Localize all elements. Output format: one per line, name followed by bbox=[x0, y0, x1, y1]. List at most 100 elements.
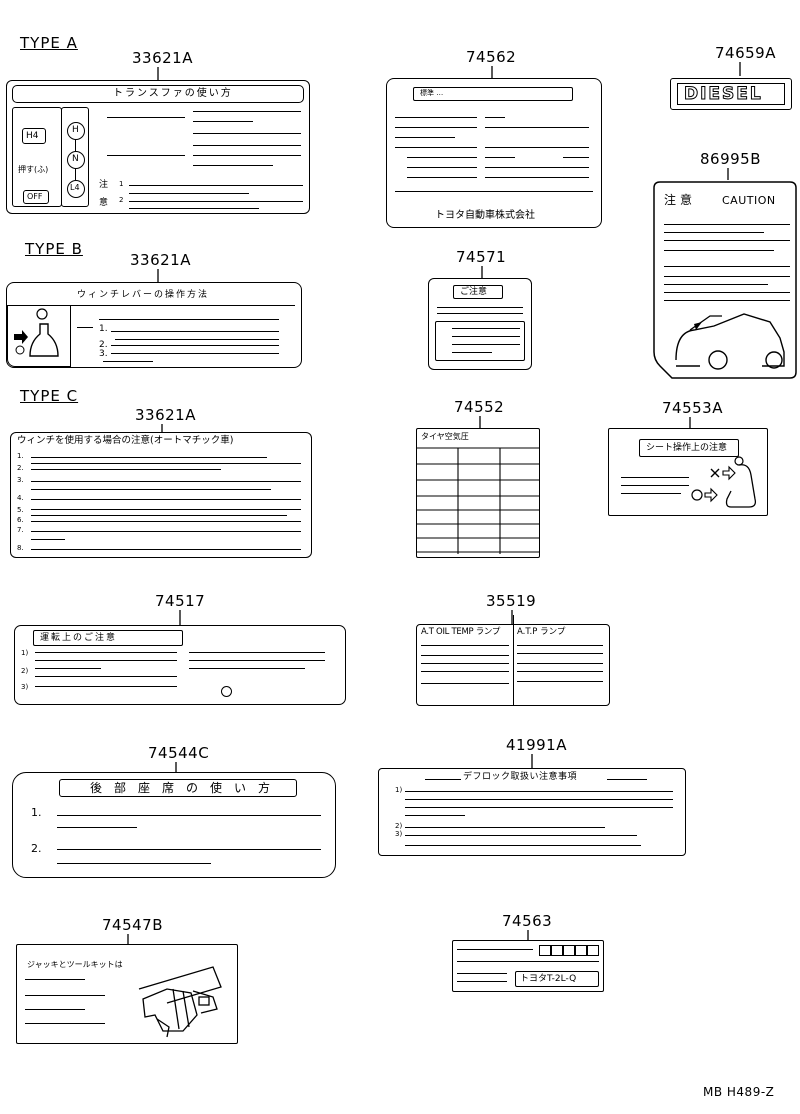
part-number-33621A-a: 33621A bbox=[132, 49, 193, 67]
h-position-icon: H bbox=[67, 122, 85, 140]
label-41991A: デフロック取扱い注意事項 1) 2) 3) bbox=[378, 768, 686, 856]
h4-text: H4 bbox=[26, 131, 39, 141]
label-33621A-type-a: トランスファの使い方 H4 押す(ふ) OFF H N L4 注 意 1 2 bbox=[6, 80, 310, 214]
off-text: OFF bbox=[27, 192, 43, 201]
winch-c-num-1: 1. bbox=[17, 452, 24, 460]
label-74553A-header: シート操作上の注意 bbox=[639, 439, 739, 457]
label-41991A-title: デフロック取扱い注意事項 bbox=[463, 772, 578, 782]
diff-lock-num-3: 3) bbox=[395, 830, 403, 838]
label-74562-header: 標準 … bbox=[413, 87, 573, 101]
label-74562-title: 標準 … bbox=[420, 89, 444, 97]
label-74517-title: 運転上のご注意 bbox=[40, 633, 118, 643]
diesel-text: DIESEL bbox=[684, 84, 763, 104]
label-74563-code: トヨタT-2L-Q bbox=[520, 974, 577, 984]
winch-step-3: 3. bbox=[99, 349, 108, 359]
diesel-badge: DIESEL bbox=[677, 83, 785, 105]
drawing-code: MB H489-Z bbox=[703, 1085, 775, 1099]
part-number-74562: 74562 bbox=[466, 48, 517, 66]
part-number-33621A-c: 33621A bbox=[135, 406, 196, 424]
label-33621A-b-title: ウィンチレバーの操作方法 bbox=[77, 290, 210, 300]
label-74563-boxes bbox=[539, 945, 599, 956]
note-num-1: 1 bbox=[119, 180, 124, 188]
part-number-41991A: 41991A bbox=[506, 736, 567, 754]
label-35519-left-title: A.T OIL TEMP ランプ bbox=[421, 627, 501, 637]
label-86995B-title-en: CAUTION bbox=[722, 194, 776, 207]
part-number-74544C: 74544C bbox=[148, 744, 210, 762]
label-33621A-c-title: ウィンチを使用する場合の注意(オートマチック車) bbox=[17, 435, 234, 446]
label-74571-title: ご注意 bbox=[460, 287, 488, 297]
part-number-74659A: 74659A bbox=[715, 44, 776, 62]
diff-lock-num-1: 1) bbox=[395, 786, 403, 794]
shift-pattern: H N L4 bbox=[61, 107, 89, 207]
label-74562: 標準 … トヨタ自動車株式会社 bbox=[386, 78, 602, 228]
label-33621A-a-title: トランスファの使い方 bbox=[113, 88, 233, 99]
part-number-35519: 35519 bbox=[486, 592, 537, 610]
note-kanji-2: 意 bbox=[99, 198, 109, 208]
label-74547B: ジャッキとツールキットは bbox=[16, 944, 238, 1044]
part-number-74547B: 74547B bbox=[102, 916, 164, 934]
seat-diagram bbox=[691, 456, 757, 508]
label-74517-num-3: 3) bbox=[21, 683, 29, 691]
label-74563: トヨタT-2L-Q bbox=[452, 940, 604, 992]
label-74517-header: 運転上のご注意 bbox=[33, 630, 183, 646]
winch-lever-diagram bbox=[7, 305, 71, 367]
label-74517-num-2: 2) bbox=[21, 667, 29, 675]
n-position-text: N bbox=[72, 154, 79, 164]
type-a-heading: TYPE A bbox=[20, 34, 78, 52]
label-74553A: シート操作上の注意 bbox=[608, 428, 768, 516]
winch-c-num-6: 6. bbox=[17, 516, 24, 524]
note-kanji-1: 注 bbox=[99, 180, 109, 190]
winch-c-num-2: 2. bbox=[17, 464, 24, 472]
winch-c-num-8: 8. bbox=[17, 544, 24, 552]
h4-button: H4 bbox=[22, 128, 46, 144]
label-74562-maker: トヨタ自動車株式会社 bbox=[435, 210, 535, 221]
label-74517-circle-icon bbox=[221, 686, 232, 697]
label-74553A-title: シート操作上の注意 bbox=[646, 443, 728, 453]
diff-lock-num-2: 2) bbox=[395, 822, 403, 830]
part-number-74571: 74571 bbox=[456, 248, 507, 266]
label-74571: ご注意 bbox=[428, 278, 532, 370]
label-74571-header: ご注意 bbox=[453, 285, 503, 299]
winch-c-num-5: 5. bbox=[17, 506, 24, 514]
part-number-74517: 74517 bbox=[155, 592, 206, 610]
part-number-74563: 74563 bbox=[502, 912, 553, 930]
winch-c-num-3: 3. bbox=[17, 476, 24, 484]
label-74544C: 後部座席の使い方 1. 2. bbox=[12, 772, 336, 878]
part-number-74553A: 74553A bbox=[662, 399, 723, 417]
label-35519-right-title: A.T.P ランプ bbox=[517, 627, 566, 637]
label-33621A-type-b: ウィンチレバーの操作方法 1. 2. 3. bbox=[6, 282, 302, 368]
label-74544C-header: 後部座席の使い方 bbox=[59, 779, 297, 797]
type-b-heading: TYPE B bbox=[25, 240, 83, 258]
l-position-text: L4 bbox=[70, 183, 80, 192]
n-position-icon: N bbox=[67, 151, 85, 169]
label-74552-title: タイヤ空気圧 bbox=[421, 432, 469, 441]
off-button: OFF bbox=[23, 190, 49, 204]
label-74552: タイヤ空気圧 bbox=[416, 428, 540, 558]
tire-pressure-table bbox=[416, 447, 540, 554]
label-74571-inner bbox=[435, 321, 525, 361]
label-74659A: DIESEL bbox=[670, 78, 792, 110]
part-number-74552: 74552 bbox=[454, 398, 505, 416]
label-86995B-title-jp: 注意 bbox=[664, 193, 697, 207]
winch-c-num-4: 4. bbox=[17, 494, 24, 502]
h-position-text: H bbox=[72, 125, 79, 135]
rear-seat-step-2: 2. bbox=[31, 842, 42, 855]
jack-tool-diagram bbox=[138, 966, 222, 1038]
winch-step-1: 1. bbox=[99, 324, 108, 334]
label-33621A-a-title-bar: トランスファの使い方 bbox=[12, 85, 304, 103]
label-35519: A.T OIL TEMP ランプ A.T.P ランプ bbox=[416, 615, 610, 706]
push-text: 押す(ふ) bbox=[18, 165, 49, 174]
note-num-2: 2 bbox=[119, 196, 124, 204]
l-position-icon: L4 bbox=[67, 180, 85, 198]
rear-seat-step-1: 1. bbox=[31, 806, 42, 819]
label-74517: 運転上のご注意 1) 2) 3) bbox=[14, 625, 346, 705]
winch-c-num-7: 7. bbox=[17, 526, 24, 534]
part-number-86995B: 86995B bbox=[700, 150, 762, 168]
label-74547B-title: ジャッキとツールキットは bbox=[27, 960, 123, 969]
label-74563-code-box: トヨタT-2L-Q bbox=[515, 971, 599, 987]
winch-step-2: 2. bbox=[99, 340, 108, 350]
type-c-heading: TYPE C bbox=[20, 387, 79, 405]
part-number-33621A-b: 33621A bbox=[130, 251, 191, 269]
label-74544C-title: 後部座席の使い方 bbox=[90, 781, 283, 795]
